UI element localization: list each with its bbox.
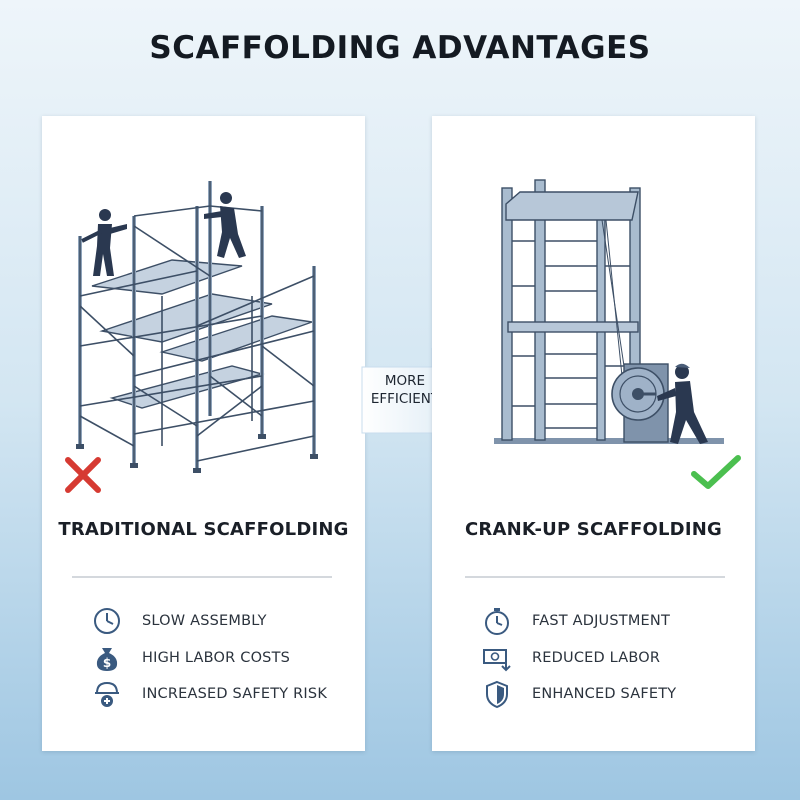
feature-label: INCREASED SAFETY RISK (142, 686, 328, 702)
feature-row: INCREASED SAFETY RISK (92, 679, 327, 709)
worker-figure-left (81, 209, 127, 276)
divider (465, 576, 725, 578)
hardhat-warning-icon (95, 681, 119, 707)
worker-figure-top (204, 192, 246, 258)
traditional-scaffolding-illustration (76, 181, 318, 473)
feature-row: SLOW ASSEMBLY (92, 606, 267, 636)
feature-label: FAST ADJUSTMENT (532, 613, 671, 629)
feature-row: ENHANCED SAFETY (482, 679, 676, 709)
stopwatch-icon (485, 608, 509, 635)
shield-icon (486, 680, 508, 709)
card-heading: TRADITIONAL SCAFFOLDING (58, 519, 349, 540)
crank-up-scaffolding-card: CRANK-UP SCAFFOLDING FAST ADJUSTMENT RED… (432, 116, 755, 751)
clock-icon (94, 608, 120, 634)
winch (611, 363, 669, 443)
connector-label: MORE EFFICIENT (366, 372, 444, 408)
page-title: SCAFFOLDING ADVANTAGES (149, 30, 651, 66)
feature-label: HIGH LABOR COSTS (142, 650, 291, 666)
crank-up-scaffolding-illustration (494, 179, 724, 444)
feature-label: ENHANCED SAFETY (532, 686, 677, 702)
cash-down-icon (483, 649, 511, 672)
worker-figure-crank (657, 363, 708, 444)
green-check-icon (691, 455, 741, 489)
feature-row: $ HIGH LABOR COSTS (92, 643, 290, 673)
connector-line1: MORE (384, 373, 426, 389)
traditional-scaffolding-card: TRADITIONAL SCAFFOLDING SLOW ASSEMBLY $ … (42, 116, 365, 751)
feature-label: SLOW ASSEMBLY (142, 613, 267, 629)
connector-line2: EFFICIENT (370, 391, 440, 407)
svg-text:$: $ (103, 656, 111, 670)
money-bag-icon: $ (96, 648, 118, 671)
divider (72, 576, 332, 578)
feature-label: REDUCED LABOR (532, 650, 661, 666)
feature-row: FAST ADJUSTMENT (482, 606, 670, 636)
card-heading: CRANK-UP SCAFFOLDING (465, 519, 722, 540)
red-x-icon (65, 457, 101, 493)
feature-row: REDUCED LABOR (482, 643, 660, 673)
